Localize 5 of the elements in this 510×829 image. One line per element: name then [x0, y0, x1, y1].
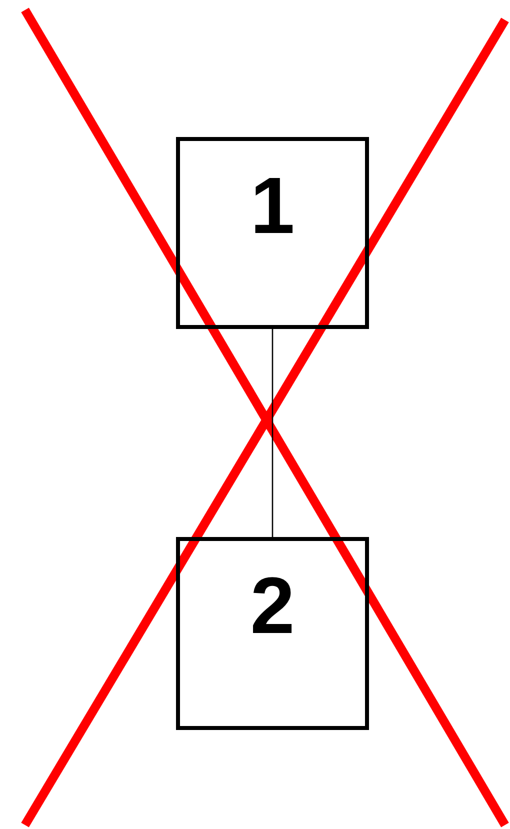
square-box: [176, 537, 369, 730]
box-number: 2: [250, 566, 295, 646]
connector-line: [272, 329, 274, 537]
box-number: 1: [250, 166, 295, 246]
square-box: [176, 137, 369, 329]
